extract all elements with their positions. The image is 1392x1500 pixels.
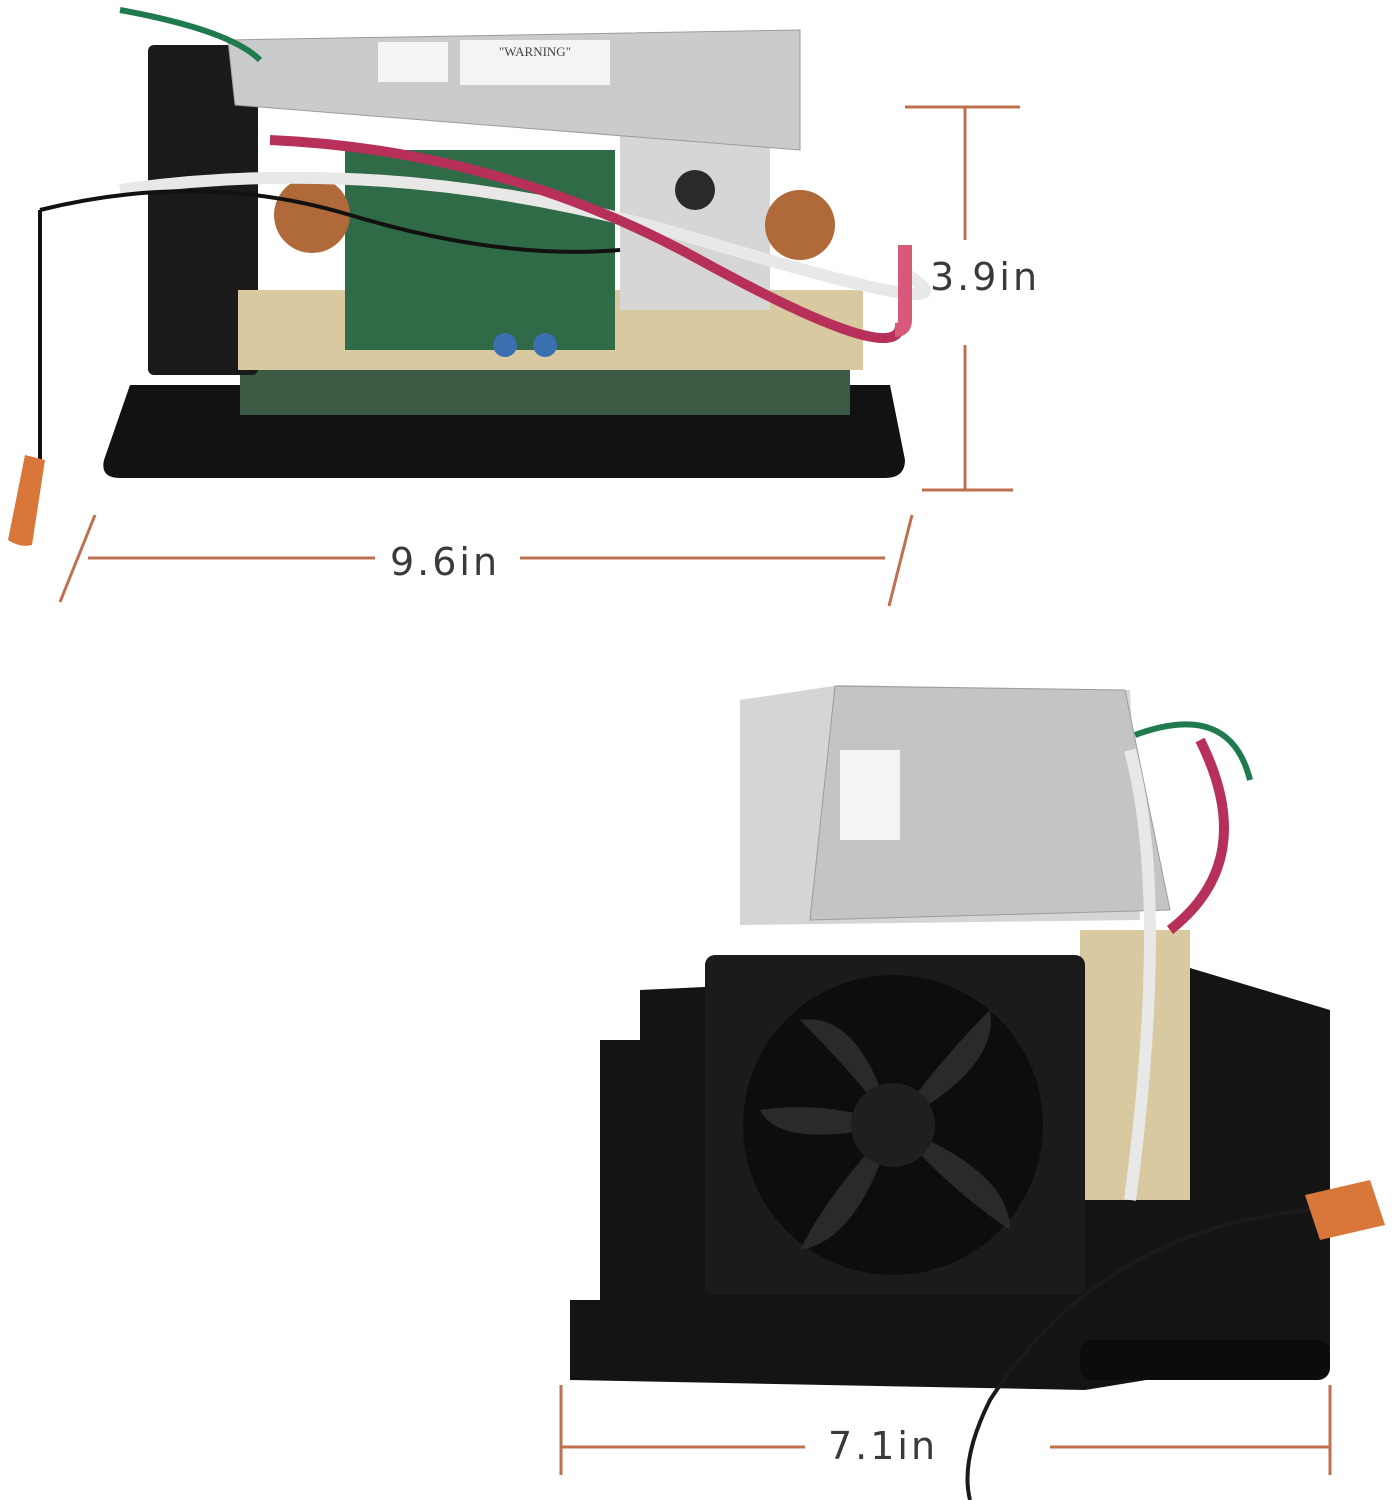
- converter-side-view: "WARNING": [8, 7, 931, 546]
- capacitor: [675, 170, 715, 210]
- metal-cover: [809, 685, 1171, 921]
- warning-sticker: [840, 750, 900, 840]
- warning-sticker: [460, 40, 610, 85]
- length-dim-tick-left: [58, 514, 97, 603]
- red-wire: [1166, 737, 1229, 934]
- white-wire: [1124, 748, 1156, 1201]
- metal-cover: [227, 29, 801, 151]
- converter-end-view: [570, 685, 1385, 1500]
- green-wire: [1133, 721, 1253, 781]
- capacitor: [493, 333, 517, 357]
- wire-nut: [8, 455, 45, 546]
- black-wire: [965, 1208, 1311, 1500]
- red-wire-end: [894, 245, 912, 337]
- height-dimension-label: 3.9in: [930, 255, 1041, 299]
- width-dimension-label: 7.1in: [828, 1424, 939, 1468]
- warning-text: "WARNING": [499, 44, 571, 59]
- dimension-lines: [58, 105, 1332, 1475]
- inductor-coil: [765, 190, 835, 260]
- red-wire: [269, 135, 905, 343]
- white-wire: [119, 171, 931, 300]
- black-wire: [39, 189, 621, 254]
- qr-sticker: [378, 42, 448, 82]
- plate-lip: [1080, 1340, 1330, 1380]
- fan-housing: [148, 45, 258, 375]
- wire-nut: [1305, 1180, 1385, 1240]
- length-dimension-label: 9.6in: [390, 540, 501, 584]
- length-dim-tick-right: [887, 514, 914, 607]
- fan-hub: [851, 1083, 935, 1167]
- capacitor: [533, 333, 557, 357]
- green-wire: [119, 7, 263, 63]
- inductor-coil: [274, 177, 350, 253]
